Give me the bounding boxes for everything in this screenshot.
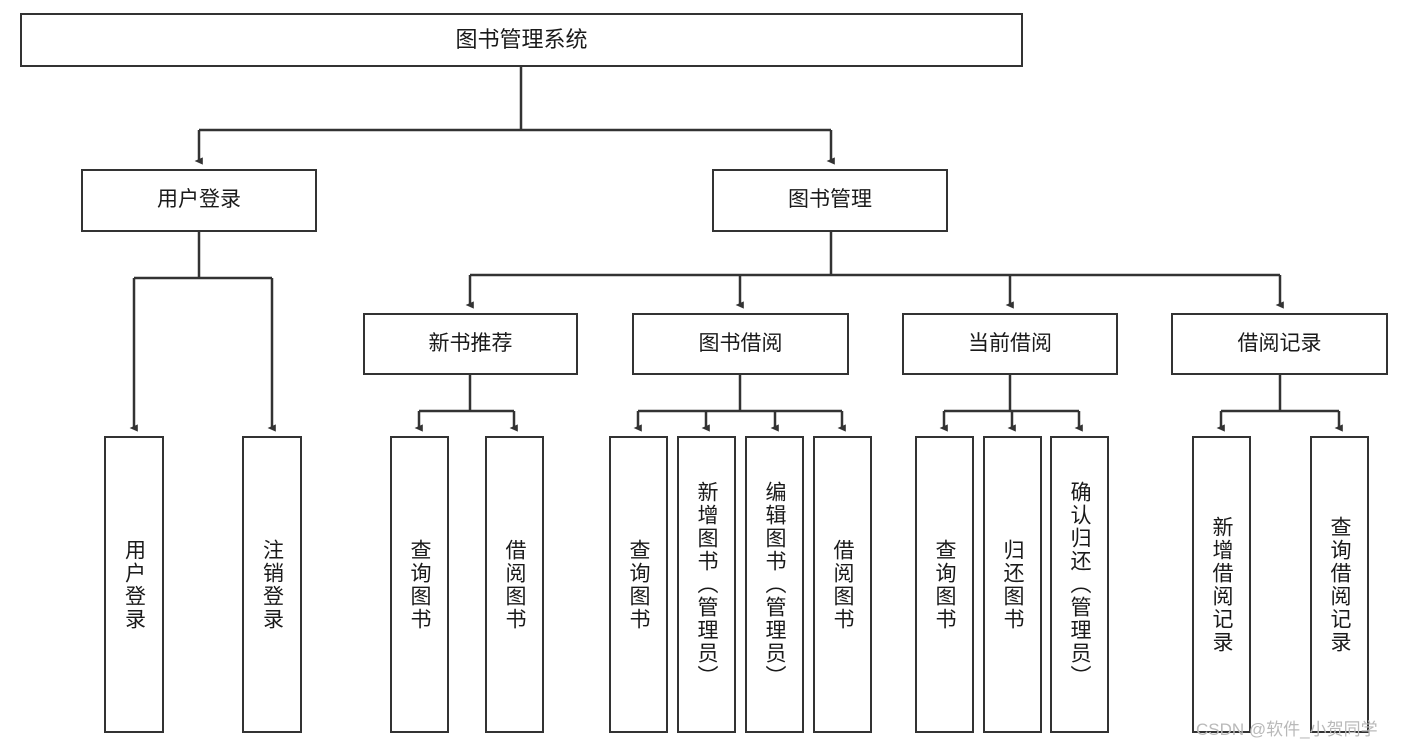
leaf-return-book[interactable]: 归还图书 xyxy=(983,436,1042,733)
node-label: 新增图书（管理员） xyxy=(695,481,718,688)
node-book-management[interactable]: 图书管理 xyxy=(712,169,948,232)
leaf-query-borrow-record[interactable]: 查询借阅记录 xyxy=(1310,436,1369,733)
node-new-book-recommend[interactable]: 新书推荐 xyxy=(363,313,578,375)
node-label: 注销登录 xyxy=(260,538,284,631)
node-current-borrow[interactable]: 当前借阅 xyxy=(902,313,1118,375)
leaf-borrow-book[interactable]: 借阅图书 xyxy=(813,436,872,733)
node-label: 借阅图书 xyxy=(831,538,854,631)
node-label: 查询图书 xyxy=(627,538,650,631)
leaf-query-book-recommend[interactable]: 查询图书 xyxy=(390,436,449,733)
node-label: 用户登录 xyxy=(122,538,146,631)
leaf-confirm-return[interactable]: 确认归还（管理员） xyxy=(1050,436,1109,733)
leaf-add-borrow-record[interactable]: 新增借阅记录 xyxy=(1192,436,1251,733)
node-label: 归还图书 xyxy=(1001,538,1024,631)
node-borrow-record[interactable]: 借阅记录 xyxy=(1171,313,1388,375)
node-label: 新书推荐 xyxy=(428,331,513,355)
csdn-watermark: CSDN @软件_小贺同学 xyxy=(1196,720,1378,739)
node-label: 图书管理系统 xyxy=(455,27,588,53)
node-label: 用户登录 xyxy=(157,188,241,212)
node-label: 查询借阅记录 xyxy=(1328,515,1351,654)
node-book-borrow[interactable]: 图书借阅 xyxy=(632,313,849,375)
leaf-user-login[interactable]: 用户登录 xyxy=(104,436,164,733)
leaf-query-book-current[interactable]: 查询图书 xyxy=(915,436,974,733)
node-label: 借阅记录 xyxy=(1237,331,1322,355)
node-label: 图书管理 xyxy=(788,188,872,212)
node-label: 当前借阅 xyxy=(968,331,1052,355)
node-label: 确认归还（管理员） xyxy=(1068,481,1091,688)
leaf-borrow-book-recommend[interactable]: 借阅图书 xyxy=(485,436,544,733)
node-label: 查询图书 xyxy=(933,538,956,631)
node-label: 编辑图书（管理员） xyxy=(763,481,786,688)
node-label: 新增借阅记录 xyxy=(1210,515,1233,654)
leaf-add-book[interactable]: 新增图书（管理员） xyxy=(677,436,736,733)
node-label: 查询图书 xyxy=(408,538,431,631)
node-root-system[interactable]: 图书管理系统 xyxy=(20,13,1023,67)
leaf-user-logout[interactable]: 注销登录 xyxy=(242,436,302,733)
node-label: 图书借阅 xyxy=(698,331,783,355)
node-user-login[interactable]: 用户登录 xyxy=(81,169,317,232)
leaf-query-book-borrow[interactable]: 查询图书 xyxy=(609,436,668,733)
leaf-edit-book[interactable]: 编辑图书（管理员） xyxy=(745,436,804,733)
node-label: 借阅图书 xyxy=(503,538,526,631)
